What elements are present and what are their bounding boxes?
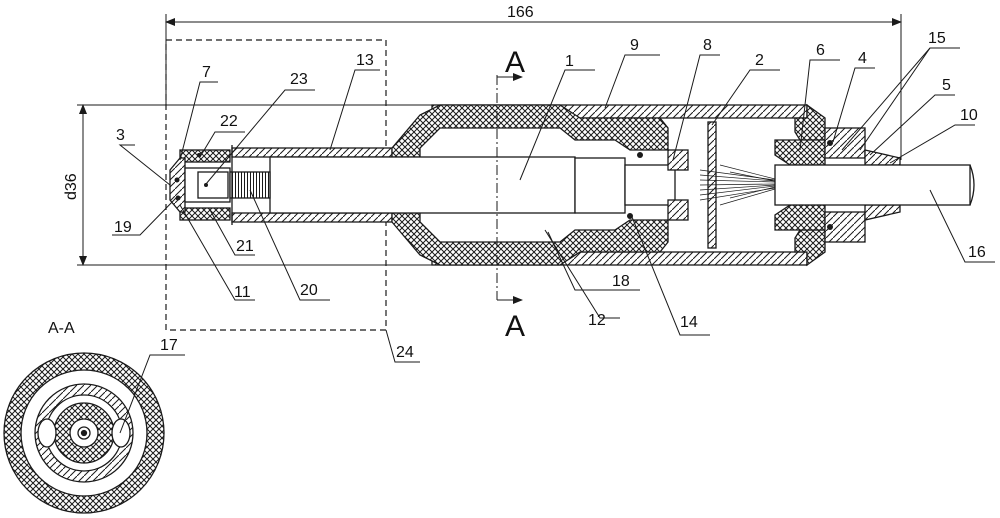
- insulator: [391, 104, 669, 266]
- section-view: [3, 352, 165, 514]
- part-label-5: 5: [942, 77, 951, 94]
- leader-lines: [112, 47, 995, 434]
- gland-seals: [627, 140, 833, 230]
- part-label-10: 10: [960, 107, 978, 124]
- part-label-6: 6: [816, 42, 825, 59]
- length-dimension: [165, 14, 902, 160]
- diameter-dimension-label: d36: [63, 173, 80, 200]
- part-label-24: 24: [396, 344, 414, 361]
- cable: [774, 164, 975, 206]
- part-label-3: 3: [116, 127, 125, 144]
- length-dimension-label: 166: [507, 4, 534, 21]
- part-label-13: 13: [356, 52, 374, 69]
- contact-dots: [174, 153, 208, 201]
- part-label-20: 20: [300, 282, 318, 299]
- section-line: [496, 73, 523, 304]
- part-label-21: 21: [236, 238, 254, 255]
- diameter-dimension: [77, 104, 432, 266]
- section-view-label: A-A: [48, 320, 75, 337]
- part-label-16: 16: [968, 244, 986, 261]
- part-label-7: 7: [202, 64, 211, 81]
- part-6-nut: [774, 139, 826, 231]
- part-label-1: 1: [565, 53, 574, 70]
- contact-end: [169, 145, 271, 225]
- part-label-18: 18: [612, 273, 630, 290]
- part-label-15: 15: [928, 30, 946, 47]
- conductor: [269, 156, 676, 214]
- part-label-9: 9: [630, 37, 639, 54]
- wire-fan: [699, 164, 776, 206]
- part-label-4: 4: [858, 50, 867, 67]
- section-marker-bottom: A: [505, 310, 525, 343]
- part-label-17: 17: [160, 337, 178, 354]
- section-marker-top: A: [505, 46, 525, 79]
- part-label-19: 19: [114, 219, 132, 236]
- part-label-12: 12: [588, 312, 606, 329]
- part-label-14: 14: [680, 314, 698, 331]
- part-label-8: 8: [703, 37, 712, 54]
- part-8-block: [667, 149, 689, 221]
- part-label-11: 11: [234, 284, 251, 301]
- part-label-22: 22: [220, 113, 238, 130]
- part-label-2: 2: [755, 52, 764, 69]
- part-label-23: 23: [290, 71, 308, 88]
